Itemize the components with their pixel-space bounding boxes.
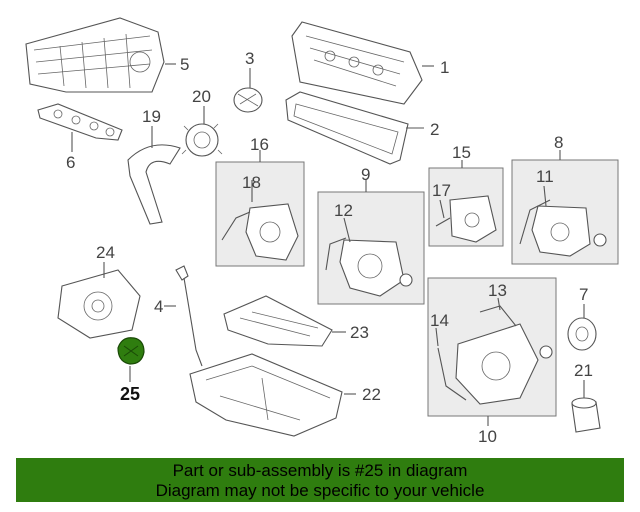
oil-filter-part (571, 397, 601, 433)
callout-12: 12 (334, 201, 353, 220)
callout-19: 19 (142, 107, 161, 126)
crank-pulley-part (567, 317, 597, 351)
parts-diagram: 1 2 3 4 5 6 7 8 9 10 11 12 13 14 15 16 1… (25, 17, 619, 446)
oil-pan-part (189, 353, 343, 437)
callout-9: 9 (361, 165, 370, 184)
callout-15: 15 (452, 143, 471, 162)
callout-1: 1 (440, 58, 449, 77)
timing-cover-part (221, 203, 299, 261)
timing-belt-part (127, 144, 181, 225)
banner-line-1: Part or sub-assembly is #25 in diagram (172, 461, 468, 480)
banner-line-2: Diagram may not be specific to your vehi… (155, 481, 485, 500)
callout-10: 10 (478, 427, 497, 446)
callout-6: 6 (66, 153, 75, 172)
timing-pulley-part (181, 123, 223, 157)
callout-18: 18 (242, 173, 261, 192)
cover-part-11 (519, 199, 607, 257)
callout-3: 3 (245, 49, 254, 68)
callout-5: 5 (180, 55, 189, 74)
part-25-highlighted (117, 337, 145, 365)
valve-cover-part (291, 21, 423, 105)
oil-filler-cap-part (233, 87, 263, 113)
callout-20: 20 (192, 87, 211, 106)
intake-manifold-part (25, 17, 165, 93)
timing-belt-cover-part (437, 305, 553, 405)
callout-13: 13 (488, 281, 507, 300)
baffle-plate-part (223, 295, 333, 347)
valve-cover-gasket-part (285, 91, 409, 165)
callout-21: 21 (574, 361, 593, 380)
callout-14: 14 (430, 311, 449, 330)
info-banner: Part or sub-assembly is #25 in diagram D… (16, 458, 624, 502)
callout-25: 25 (120, 384, 140, 404)
callout-2: 2 (430, 120, 439, 139)
callout-7: 7 (579, 285, 588, 304)
oil-pump-part (57, 269, 141, 339)
intake-gasket-part (37, 103, 123, 141)
callout-24: 24 (96, 243, 115, 262)
cover-part-17 (435, 195, 497, 243)
callout-8: 8 (554, 133, 563, 152)
lower-cover-part (325, 237, 413, 297)
callout-16: 16 (250, 135, 269, 154)
callout-4: 4 (154, 297, 163, 316)
callout-11: 11 (536, 167, 554, 186)
callout-22: 22 (362, 385, 381, 404)
leader-lines (71, 63, 585, 426)
callout-23: 23 (350, 323, 369, 342)
callout-17: 17 (432, 181, 451, 200)
dipstick-part (175, 265, 203, 367)
